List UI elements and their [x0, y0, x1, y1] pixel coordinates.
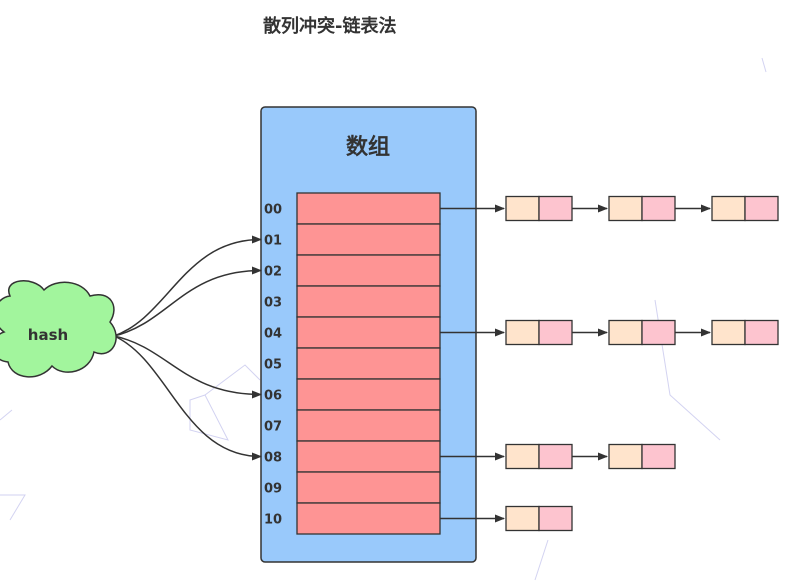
- node-pointer-cell: [538, 505, 573, 532]
- slot-index-label: 07: [264, 420, 282, 435]
- node-pointer-cell: [744, 319, 779, 346]
- hash-cloud: [0, 280, 117, 378]
- hash-arrow: [113, 266, 262, 337]
- node-data-cell: [505, 443, 540, 470]
- list-node: [608, 195, 676, 222]
- node-data-cell: [505, 195, 540, 222]
- node-data-cell: [608, 443, 643, 470]
- array-slot: [296, 378, 441, 411]
- slot-index-label: 00: [264, 203, 282, 218]
- slot-index-label: 10: [264, 513, 282, 528]
- node-pointer-cell: [641, 195, 676, 222]
- slot-index-label: 08: [264, 451, 282, 466]
- list-node: [505, 319, 573, 346]
- array-slot: [296, 409, 441, 442]
- node-pointer-cell: [641, 443, 676, 470]
- array-title: 数组: [346, 134, 390, 160]
- slot-index-label: 01: [264, 234, 282, 249]
- slot-index-label: 06: [264, 389, 282, 404]
- array-slot: [296, 223, 441, 256]
- node-data-cell: [505, 319, 540, 346]
- hash-arrow: [113, 335, 262, 461]
- list-node: [608, 319, 676, 346]
- slot-index-label: 02: [264, 265, 282, 280]
- node-data-cell: [711, 319, 746, 346]
- slot-index-label: 03: [264, 296, 282, 311]
- slot-index-label: 05: [264, 358, 282, 373]
- array-slot: [296, 316, 441, 349]
- array-slot: [296, 192, 441, 225]
- linked-list-chains: [440, 195, 779, 532]
- list-node: [608, 443, 676, 470]
- hash-arrows: [113, 235, 262, 461]
- node-pointer-cell: [641, 319, 676, 346]
- slot-index-label: 04: [264, 327, 282, 342]
- array-slot: [296, 285, 441, 318]
- node-data-cell: [608, 319, 643, 346]
- list-node: [505, 505, 573, 532]
- array-slot: [296, 502, 441, 535]
- list-node: [505, 443, 573, 470]
- array-slot: [296, 471, 441, 504]
- node-pointer-cell: [744, 195, 779, 222]
- diagram-title: 散列冲突-链表法: [263, 16, 397, 37]
- node-data-cell: [711, 195, 746, 222]
- array-slot: [296, 254, 441, 287]
- slot-index-label: 09: [264, 482, 282, 497]
- hash-arrow: [113, 335, 262, 399]
- node-data-cell: [608, 195, 643, 222]
- list-node: [505, 195, 573, 222]
- list-node: [711, 319, 779, 346]
- node-pointer-cell: [538, 443, 573, 470]
- array-slot: [296, 440, 441, 473]
- hash-label: hash: [28, 326, 68, 344]
- node-pointer-cell: [538, 195, 573, 222]
- list-node: [711, 195, 779, 222]
- node-data-cell: [505, 505, 540, 532]
- array-slots: 00 01 02 03 04 05 06 07 08 09 10: [264, 192, 441, 535]
- hash-arrow: [113, 235, 262, 337]
- array-slot: [296, 347, 441, 380]
- node-pointer-cell: [538, 319, 573, 346]
